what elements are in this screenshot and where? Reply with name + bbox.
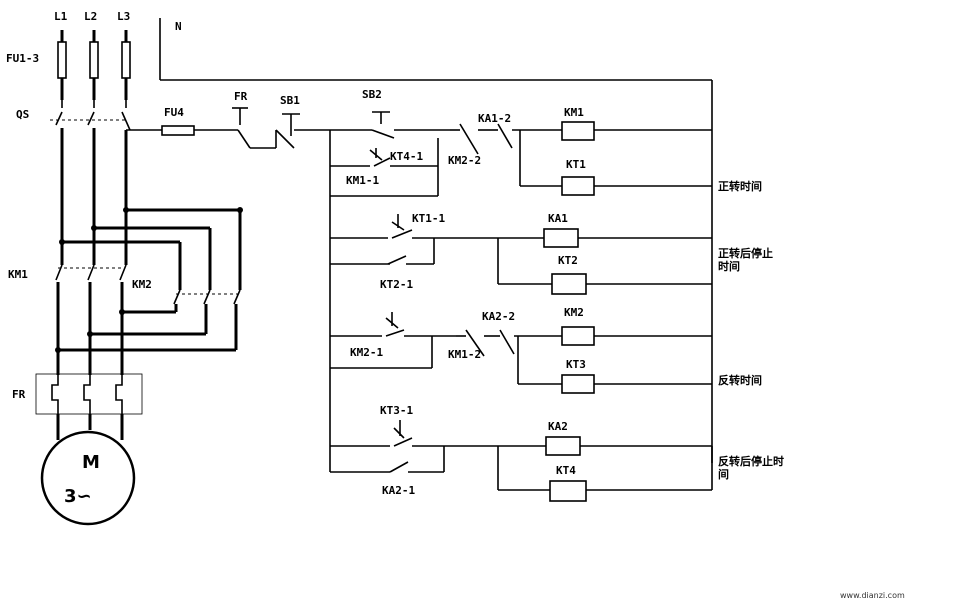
rung-3: [330, 312, 712, 394]
label-KT3-1: KT3-1: [380, 404, 413, 417]
button-SB1: [275, 113, 330, 149]
fuse-FU4: [161, 125, 238, 136]
main-lines: [59, 128, 243, 290]
label-KT2-1: KT2-1: [380, 278, 413, 291]
label-KA2-coil: KA2: [548, 420, 568, 433]
coil-KA2: [545, 436, 581, 456]
label-KT1-coil: KT1: [566, 158, 586, 171]
switch-QS: [50, 100, 131, 131]
label-KM2-1: KM2-1: [350, 346, 383, 359]
label-KT4-coil: KT4: [556, 464, 576, 477]
rung-2: [330, 214, 712, 295]
contacts-KM2-main: [55, 289, 241, 353]
annotation-forward-time: 正转时间: [718, 179, 762, 193]
label-KT2-coil: KT2: [558, 254, 578, 267]
label-FR-main: FR: [12, 388, 26, 401]
label-N: N: [175, 20, 182, 33]
thermal-relay-FR-main: [35, 373, 143, 440]
label-KT3-coil: KT3: [566, 358, 586, 371]
motor-label-3phase: 3∽: [64, 486, 92, 507]
label-L1: L1: [54, 10, 68, 23]
label-KM2-2: KM2-2: [448, 154, 481, 167]
label-KT1-1: KT1-1: [412, 212, 445, 225]
label-KT4-1: KT4-1: [390, 150, 423, 163]
label-KM1-1: KM1-1: [346, 174, 379, 187]
motor-label-M: M: [82, 452, 100, 473]
coil-KA1: [543, 228, 579, 248]
contacts-KM1-main: [55, 264, 127, 375]
label-FU4: FU4: [164, 106, 184, 119]
annotation-reverse-time: 反转时间: [718, 373, 762, 387]
coil-KT4: [549, 480, 587, 502]
coil-KT3: [561, 374, 595, 394]
contact-FR-nc: [232, 107, 276, 149]
label-KM1-main: KM1: [8, 268, 28, 281]
label-KM1-coil: KM1: [564, 106, 584, 119]
label-FU1-3: FU1-3: [6, 52, 39, 65]
label-KM2-main: KM2: [132, 278, 152, 291]
coil-KM2: [561, 326, 595, 346]
rung-1: [330, 111, 712, 197]
coil-KM1: [561, 121, 595, 141]
label-QS: QS: [16, 108, 29, 121]
fuse-FU1-3: [57, 41, 131, 79]
label-KA1-coil: KA1: [548, 212, 568, 225]
coil-KT2: [551, 273, 587, 295]
label-KA1-2: KA1-2: [478, 112, 511, 125]
label-SB2: SB2: [362, 88, 382, 101]
label-SB1: SB1: [280, 94, 300, 107]
watermark: www.dianzi.com: [840, 591, 905, 600]
annotation-reverse-stop-1: 反转后停止时: [718, 454, 784, 468]
annotation-forward-stop-2: 时间: [718, 259, 740, 273]
label-KA2-2: KA2-2: [482, 310, 515, 323]
rung-4: [330, 420, 713, 502]
label-L3: L3: [117, 10, 130, 23]
annotation-reverse-stop-2: 间: [718, 468, 729, 481]
coil-KT1: [561, 176, 595, 196]
label-L2: L2: [84, 10, 97, 23]
motor-M: [40, 430, 136, 526]
label-KM1-2: KM1-2: [448, 348, 481, 361]
label-KM2-coil: KM2: [564, 306, 584, 319]
label-KA2-1: KA2-1: [382, 484, 415, 497]
label-FR-ctrl: FR: [234, 90, 248, 103]
annotation-forward-stop-1: 正转后停止: [718, 246, 773, 260]
